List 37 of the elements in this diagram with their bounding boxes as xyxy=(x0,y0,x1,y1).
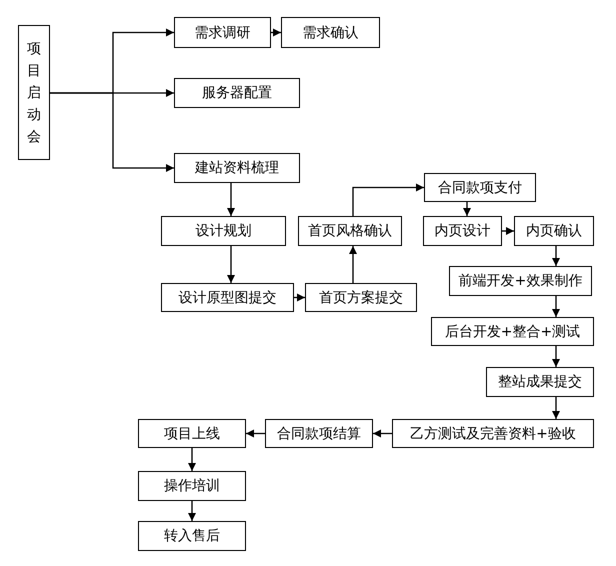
process-box: 后台开发+整合+测试 xyxy=(431,317,594,346)
process-box: 需求调研 xyxy=(174,17,271,48)
arrow xyxy=(227,183,235,216)
arrow xyxy=(349,246,357,283)
process-box: 整站成果提交 xyxy=(486,367,594,397)
arrow xyxy=(352,184,424,216)
process-box: 前端开发+效果制作 xyxy=(449,266,592,296)
arrow xyxy=(502,227,514,235)
process-box: 项目上线 xyxy=(138,419,246,448)
process-box: 操作培训 xyxy=(138,471,246,501)
arrow xyxy=(463,202,471,216)
process-box: 内页确认 xyxy=(514,216,594,246)
arrow xyxy=(373,430,392,438)
arrow xyxy=(227,246,235,283)
arrow xyxy=(552,246,560,266)
process-box: 需求确认 xyxy=(281,17,380,48)
process-box: 合同款项支付 xyxy=(424,173,536,202)
arrow xyxy=(188,501,196,521)
process-box: 设计原型图提交 xyxy=(161,283,294,312)
process-box: 服务器配置 xyxy=(174,78,300,108)
process-box: 转入售后 xyxy=(138,521,246,551)
process-box: 内页设计 xyxy=(423,216,502,246)
arrow xyxy=(50,92,174,172)
process-box: 乙方测试及完善资料+验收 xyxy=(392,419,594,448)
process-box: 设计规划 xyxy=(161,216,286,246)
process-box: 首页风格确认 xyxy=(298,216,402,246)
arrow xyxy=(552,397,560,419)
arrow xyxy=(294,294,305,302)
arrow xyxy=(552,296,560,317)
arrow xyxy=(246,430,265,438)
arrow xyxy=(271,28,281,36)
process-box: 项目启动会 xyxy=(18,25,50,160)
arrow xyxy=(188,448,196,471)
process-box: 建站资料梳理 xyxy=(174,153,300,183)
process-box: 合同款项结算 xyxy=(265,419,373,448)
process-box: 首页方案提交 xyxy=(305,283,417,312)
arrow xyxy=(552,346,560,367)
